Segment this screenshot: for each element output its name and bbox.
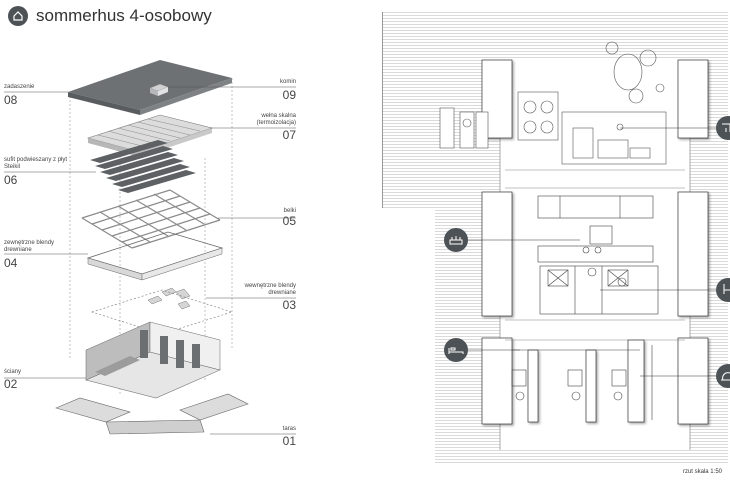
- layer-09-number: 09: [282, 88, 296, 102]
- walls-layer: [85, 289, 234, 399]
- exterior-blinds-layer: [86, 231, 224, 281]
- layer-02-number: 02: [4, 377, 18, 391]
- layer-02-name: ściany: [4, 369, 22, 375]
- terrace-layer: [55, 393, 249, 435]
- toilet-icon: [716, 278, 730, 302]
- bed-icon: [444, 338, 468, 362]
- layer-04-number: 04: [4, 256, 18, 270]
- dimension-lines: [505, 169, 685, 341]
- layer-03-name: wewnętrzne blendy drewniane: [244, 283, 296, 296]
- layer-07-number: 07: [282, 128, 296, 142]
- interior-blinds-layer: [147, 287, 191, 310]
- garden-plants: [605, 41, 665, 104]
- layer-01-number: 01: [282, 434, 296, 448]
- bedrooms: [511, 345, 653, 420]
- layer-06-name: sufit podwieszany z płyt Steikil: [4, 157, 68, 170]
- layer-06-number: 06: [4, 173, 18, 187]
- kitchen-icon: [444, 228, 468, 252]
- scale-label: rzut skala 1:50: [682, 469, 722, 475]
- title-block: sommerhus 4-osobowy: [8, 6, 212, 26]
- layer-09-name: komin: [279, 79, 296, 85]
- layer-08-name: zadaszenie: [4, 84, 35, 90]
- shower-icon: [716, 116, 730, 140]
- shower-icon-2: [716, 364, 730, 388]
- deck-loungers: [439, 107, 489, 149]
- plan-leaders: [466, 127, 718, 377]
- living-furniture: [517, 91, 667, 165]
- logo: [8, 6, 28, 26]
- kitchen: [537, 195, 654, 263]
- layer-03-number: 03: [282, 298, 296, 312]
- ceiling-slats-layer: [90, 140, 196, 193]
- page-title: sommerhus 4-osobowy: [36, 6, 212, 25]
- beams-layer: [81, 189, 221, 249]
- layer-05-number: 05: [282, 214, 296, 228]
- layer-08-number: 08: [4, 93, 18, 107]
- layer-01-name: taras: [282, 426, 296, 432]
- layer-05-name: belki: [283, 208, 296, 214]
- layer-07-name: wełna skalna (termoizolacja): [256, 113, 296, 126]
- layer-04-name: zewnętrzne blendy drewniane: [4, 240, 55, 253]
